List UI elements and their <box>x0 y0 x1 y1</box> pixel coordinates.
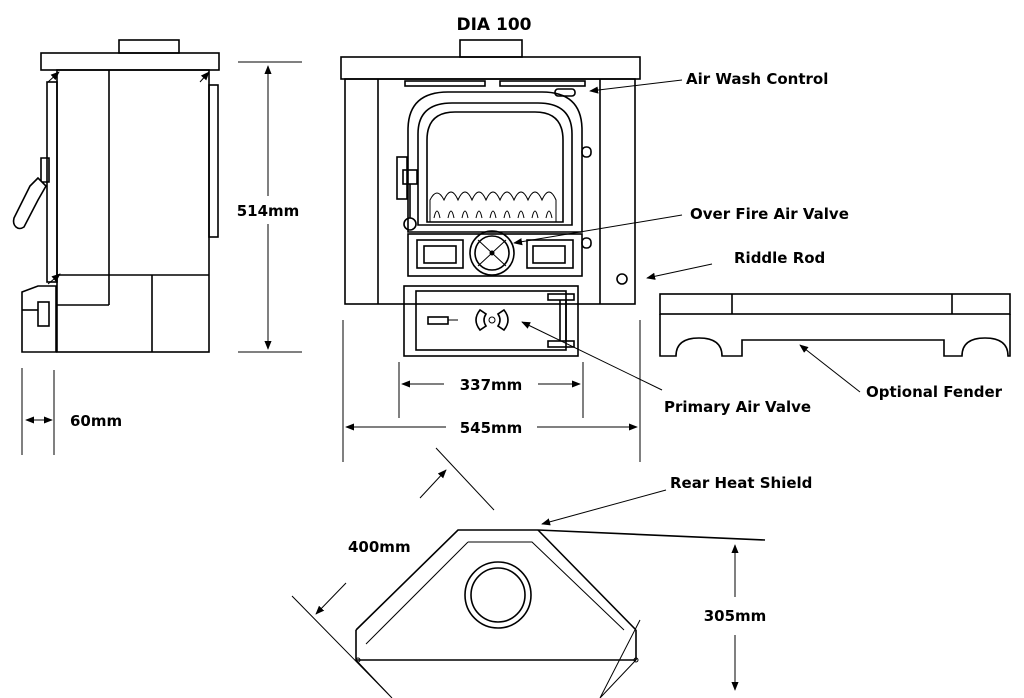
callout-label-primary-air-valve: Primary Air Valve <box>664 398 811 416</box>
side-view <box>12 39 220 353</box>
callout-rear-heat-shield: Rear Heat Shield <box>541 474 812 526</box>
dimension-305mm: 305mm <box>704 544 767 691</box>
callout-label-air-wash-control: Air Wash Control <box>686 70 828 88</box>
callout-label-over-fire-air-valve: Over Fire Air Valve <box>690 205 849 223</box>
dimension-label-337mm: 337mm <box>460 376 523 394</box>
dimension-545mm: 545mm <box>342 320 641 462</box>
callout-riddle-rod: Riddle Rod <box>646 249 825 280</box>
callout-primary-air-valve: Primary Air Valve <box>521 321 811 416</box>
dimension-label-400mm: 400mm <box>348 538 411 556</box>
dimension-label-60mm: 60mm <box>70 412 122 430</box>
dimension-label-514mm: 514mm <box>237 202 300 220</box>
dimension-label-545mm: 545mm <box>460 419 523 437</box>
callout-label-optional-fender: Optional Fender <box>866 383 1003 401</box>
diagram-title: DIA 100 <box>457 15 532 35</box>
callout-optional-fender: Optional Fender <box>799 344 1003 401</box>
callout-over-fire-air-valve: Over Fire Air Valve <box>513 205 849 246</box>
callout-air-wash-control: Air Wash Control <box>589 70 828 94</box>
dimension-337mm: 337mm <box>398 362 584 418</box>
callout-label-rear-heat-shield: Rear Heat Shield <box>670 474 812 492</box>
callout-label-riddle-rod: Riddle Rod <box>734 249 825 267</box>
dimension-514mm: 514mm <box>237 61 302 353</box>
dimension-400mm: 400mm <box>315 447 495 615</box>
front-view <box>340 39 641 357</box>
rear-heat-shield-plan <box>291 529 766 698</box>
dimension-label-305mm: 305mm <box>704 607 767 625</box>
optional-fender <box>659 293 1011 357</box>
dimension-60mm: 60mm <box>21 368 122 455</box>
